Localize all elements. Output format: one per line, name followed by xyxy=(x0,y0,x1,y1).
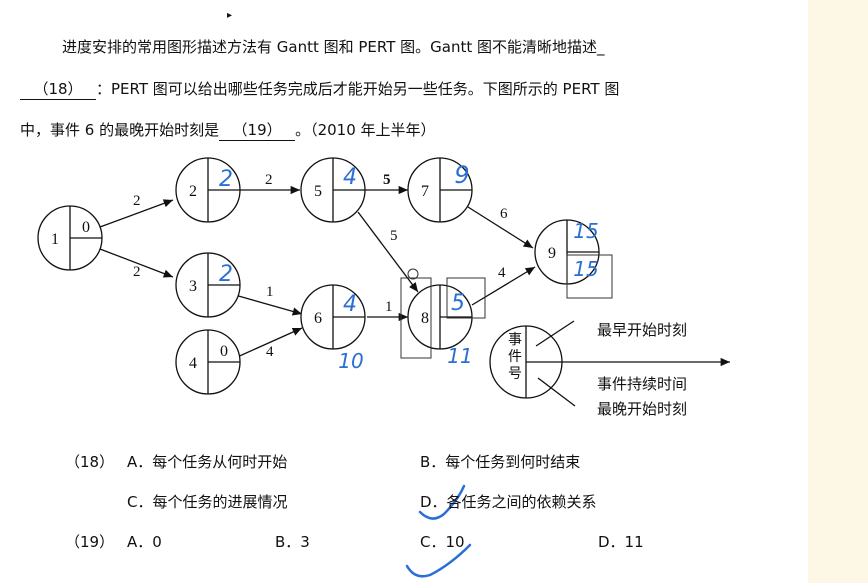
question-line-1: 进度安排的常用图形描述方法有 Gantt 图和 PERT 图。Gantt 图不能… xyxy=(62,36,605,57)
node-6 xyxy=(300,284,366,350)
blank-19: （19） xyxy=(219,119,296,141)
pert-diagram: 2 2 2 1 4 5 5 1 6 4 xyxy=(37,157,730,578)
weight-5-8: 5 xyxy=(390,228,398,244)
weight-5-7: 5 xyxy=(383,172,391,188)
hand-n6-top: 4 xyxy=(343,292,357,317)
node-1-earliest: 0 xyxy=(82,219,90,236)
node-8 xyxy=(407,284,473,350)
node-1 xyxy=(37,205,103,271)
node-8-id: 8 xyxy=(421,310,429,327)
option19-b[interactable]: B．3 xyxy=(275,533,310,551)
node-9-id: 9 xyxy=(548,245,556,262)
hand-n5-top: 4 xyxy=(343,165,357,190)
options18-num: （18） xyxy=(65,453,115,471)
edge-3-6 xyxy=(234,294,303,316)
weight-4-6: 4 xyxy=(266,344,274,360)
edge-4-6 xyxy=(234,327,303,359)
question-line-3: 中，事件 6 的最晚开始时刻是（19）。（2010 年上半年） xyxy=(20,119,436,141)
legend: 事 件 号 最早开始时刻 事件持续时间 最晚开始时刻 xyxy=(489,320,730,418)
hand-circle-mark xyxy=(407,268,419,280)
node-3 xyxy=(175,252,241,318)
edge-8-9 xyxy=(471,266,536,306)
legend-char-3: 号 xyxy=(508,366,522,382)
weight-6-8: 1 xyxy=(385,299,393,315)
question-line-2: （18）：PERT 图可以给出哪些任务完成后才能开始另一些任务。下图所示的 PE… xyxy=(20,78,619,100)
node-3-id: 3 xyxy=(189,278,197,295)
option18-c[interactable]: C．每个任务的进展情况 xyxy=(127,493,288,511)
hand-box-node-9 xyxy=(566,254,613,299)
node-4-id: 4 xyxy=(189,355,197,372)
hand-n3: 2 xyxy=(219,262,233,287)
node-7 xyxy=(407,157,473,223)
weight-2-5: 2 xyxy=(265,172,273,188)
node-9 xyxy=(534,219,600,285)
hand-n9-bottom: 15 xyxy=(573,257,598,281)
check-mark-19 xyxy=(405,543,472,578)
legend-node-label: 事 件 号 xyxy=(508,332,526,382)
node-7-id: 7 xyxy=(421,183,429,200)
hand-n8-bottom: 11 xyxy=(447,344,472,368)
legend-latest: 最晚开始时刻 xyxy=(597,400,687,418)
hand-n8-top: 5 xyxy=(451,291,465,316)
cursor-icon: ▸ xyxy=(227,10,233,21)
legend-duration: 事件持续时间 xyxy=(597,375,687,393)
hand-n6-bottom: 10 xyxy=(338,349,363,373)
question-page: 进度安排的常用图形描述方法有 Gantt 图和 PERT 图。Gantt 图不能… xyxy=(20,10,730,578)
question-text-3b: 。（2010 年上半年） xyxy=(295,121,436,139)
hand-n2: 2 xyxy=(219,167,233,192)
right-sidebar xyxy=(808,0,868,583)
node-2 xyxy=(175,157,241,223)
weight-1-2: 2 xyxy=(133,193,141,209)
question-text-2: ：PERT 图可以给出哪些任务完成后才能开始另一些任务。下图所示的 PERT 图 xyxy=(96,80,620,98)
node-5-id: 5 xyxy=(314,183,322,200)
hand-box-node-8-b xyxy=(446,277,486,319)
question-text-1: 进度安排的常用图形描述方法有 Gantt 图和 PERT 图。Gantt 图不能… xyxy=(62,38,605,56)
weight-3-6: 1 xyxy=(266,284,274,300)
node-1-id: 1 xyxy=(51,231,59,248)
legend-char-2: 件 xyxy=(508,349,522,365)
edge-7-9 xyxy=(467,206,534,249)
weight-8-9: 4 xyxy=(498,265,506,281)
edge-1-3 xyxy=(99,248,174,278)
option18-a[interactable]: A．每个任务从何时开始 xyxy=(127,453,288,471)
node-5 xyxy=(300,157,366,223)
option18-d[interactable]: D．各任务之间的依赖关系 xyxy=(420,493,597,511)
hand-n9-top: 15 xyxy=(573,219,598,243)
check-mark-18 xyxy=(418,484,466,520)
option19-a[interactable]: A．0 xyxy=(127,533,162,551)
legend-earliest: 最早开始时刻 xyxy=(597,321,687,339)
edge-5-8 xyxy=(357,211,419,293)
node-2-id: 2 xyxy=(189,183,197,200)
node-4-earliest: 0 xyxy=(220,343,228,360)
option18-b[interactable]: B．每个任务到何时结束 xyxy=(420,453,581,471)
option19-c[interactable]: C．10 xyxy=(420,533,465,551)
legend-char-1: 事 xyxy=(508,332,522,348)
hand-n7: 9 xyxy=(454,161,469,189)
node-6-id: 6 xyxy=(314,310,322,327)
option19-d[interactable]: D．11 xyxy=(598,533,644,551)
edge-1-2 xyxy=(99,199,174,228)
options19-num: （19） xyxy=(65,533,115,551)
blank-18: （18） xyxy=(20,78,96,100)
node-4 xyxy=(175,329,241,395)
weight-1-3: 2 xyxy=(133,264,141,280)
weight-7-9: 6 xyxy=(500,206,508,222)
question-text-3a: 中，事件 6 的最晚开始时刻是 xyxy=(20,121,220,139)
